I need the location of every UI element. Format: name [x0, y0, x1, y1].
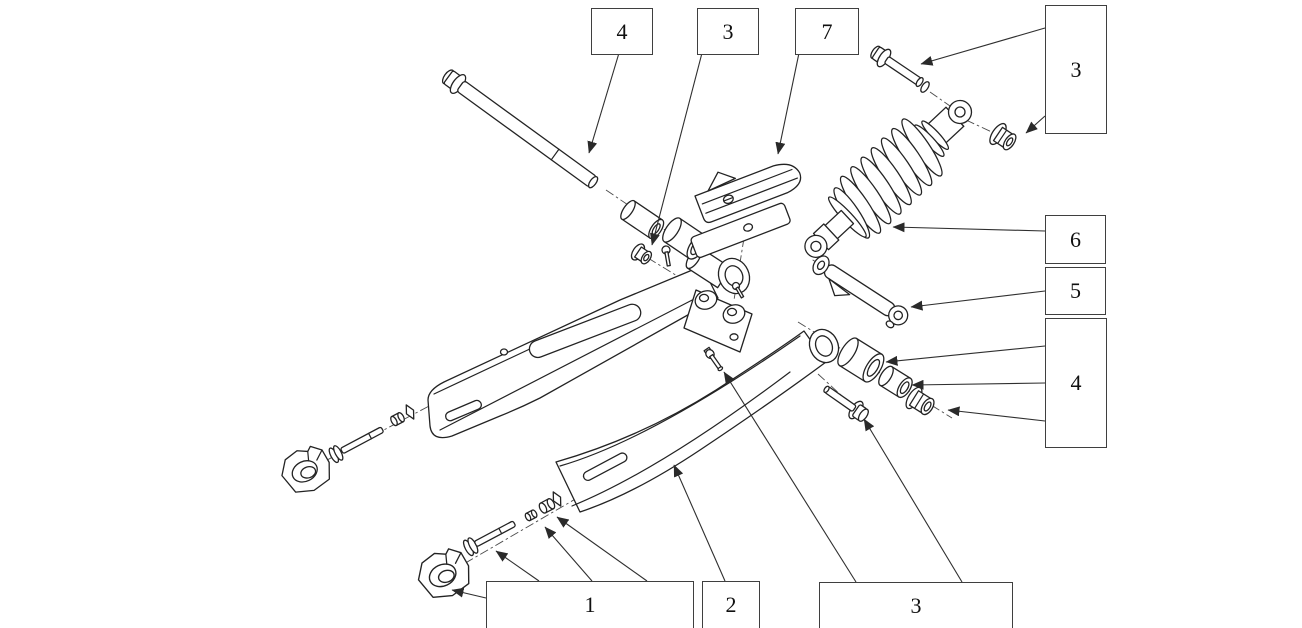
callout-label: 7 [821, 18, 833, 44]
chain-adjuster-upper [281, 445, 330, 493]
shock-lower-bolt [823, 385, 869, 422]
leader-right-4b [911, 379, 1046, 390]
bracket-flange-bolt [703, 346, 724, 372]
pivot-shaft-bolt [441, 69, 599, 189]
shock-top-bolt [870, 45, 924, 88]
shock-absorber [804, 99, 973, 259]
leader-right-3a [920, 27, 1046, 66]
leader-top-7 [775, 52, 800, 155]
callout-box-bottom-1: 1 [486, 581, 694, 628]
leader-right-4c [947, 406, 1046, 422]
leader-right-4a [885, 345, 1046, 366]
bracket-small-screw [731, 281, 745, 299]
callout-box-top-3: 3 [697, 8, 759, 55]
pivot-small-screw [661, 245, 671, 267]
leader-bottom-2 [673, 464, 726, 582]
callout-box-right-4: 4 [1045, 318, 1107, 448]
adjuster-bolt-lower [462, 491, 562, 557]
callout-box-right-6: 6 [1045, 215, 1106, 264]
leader-top-4 [587, 52, 620, 154]
torque-rod [812, 255, 909, 329]
callout-box-top-4: 4 [591, 8, 653, 55]
leader-bottom-3b [863, 418, 963, 583]
leader-bottom-1a [451, 587, 487, 599]
callout-label: 3 [722, 18, 734, 44]
callout-label: 3 [910, 592, 922, 618]
leader-bottom-1b [495, 550, 540, 582]
callout-box-bottom-2: 2 [702, 581, 760, 628]
leader-right-3b [1025, 115, 1046, 134]
leader-top-3 [650, 52, 703, 246]
chain-adjuster-lower [417, 548, 470, 599]
leader-right-5 [910, 290, 1046, 311]
adjuster-bolt-upper [328, 404, 415, 464]
callout-label: 2 [725, 592, 737, 617]
callout-label: 6 [1070, 226, 1081, 252]
shock-top-nut [989, 122, 1017, 151]
leader-bottom-3a [723, 371, 857, 583]
chain-slider [690, 163, 802, 259]
pivot-collar-washer [630, 243, 653, 265]
leader-bottom-1d [556, 516, 648, 582]
callout-label: 4 [1070, 370, 1082, 395]
axle-eyelet [808, 328, 840, 364]
axle-bushing-sleeve [878, 365, 913, 399]
callout-label: 5 [1070, 278, 1081, 303]
callout-label: 4 [616, 18, 628, 44]
swingarm-upper-arm [427, 265, 719, 439]
leader-bottom-1c [544, 526, 593, 582]
callout-box-right-5: 5 [1045, 267, 1106, 315]
shock-top-washer [920, 81, 930, 93]
pivot-sleeve-bushing [620, 199, 665, 240]
callout-label: 1 [584, 592, 596, 617]
swingarm-lower-arm [555, 328, 840, 513]
axle-bushing-large [837, 337, 885, 383]
leader-lines [451, 27, 1046, 599]
leader-right-6 [892, 222, 1046, 233]
callout-box-bottom-3: 3 [819, 582, 1013, 628]
shock-mount-bracket [683, 289, 753, 353]
callout-box-top-7: 7 [795, 8, 859, 55]
callout-box-right-3: 3 [1045, 5, 1107, 134]
callout-label: 3 [1070, 56, 1082, 82]
axle-nut [905, 386, 935, 416]
